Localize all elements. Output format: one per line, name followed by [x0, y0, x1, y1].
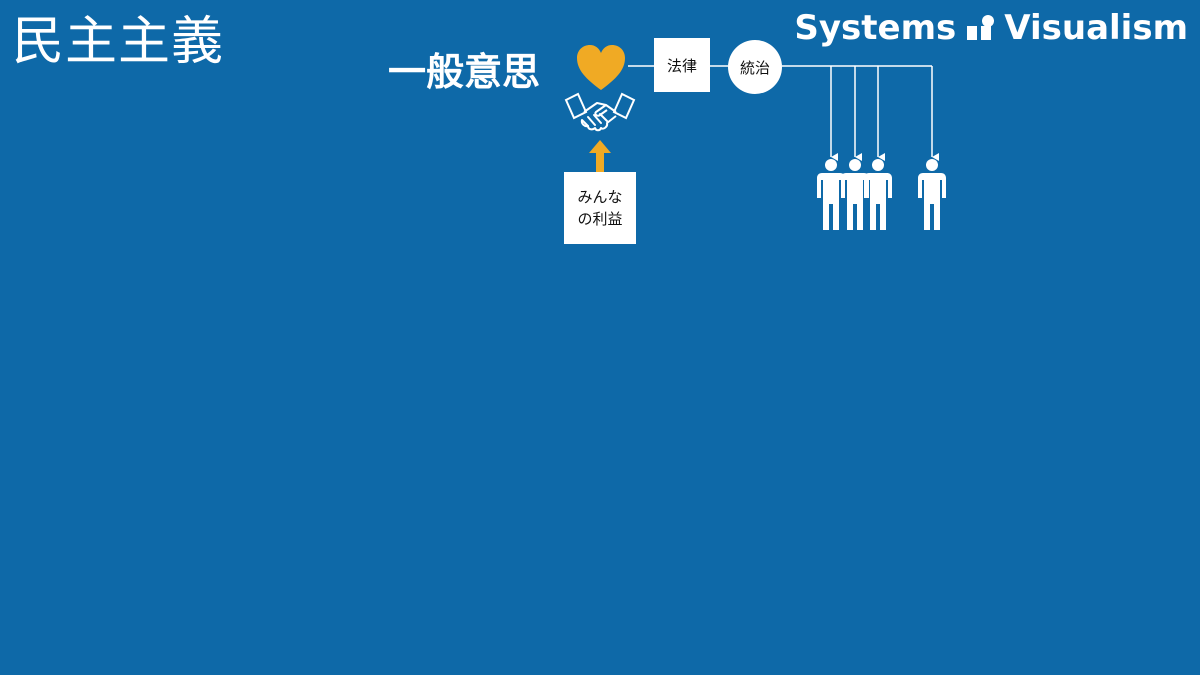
systems-visualism-logo-icon: [967, 15, 995, 40]
law-label: 法律: [666, 56, 697, 75]
brand-text-visualism: Visualism: [1004, 8, 1188, 48]
person-icon: [918, 159, 946, 230]
person-icon: [864, 159, 892, 230]
arrow-up-icon: [589, 140, 611, 174]
slide-title: 民主主義: [12, 12, 225, 72]
person-icon: [817, 159, 845, 230]
common-interest-line2: の利益: [577, 210, 623, 228]
common-interest-box: みんな の利益: [564, 172, 636, 244]
brand-text-systems: Systems: [794, 8, 957, 48]
rule-label: 統治: [739, 58, 770, 77]
handshake-icon: [564, 92, 636, 132]
heart-icon: [577, 45, 625, 90]
person-icon: [841, 159, 869, 230]
general-will-label: 一般意思: [388, 50, 541, 94]
brand-wordmark: Systems Visualism: [794, 6, 1188, 50]
law-box: 法律: [654, 38, 710, 92]
rule-circle: 統治: [728, 40, 782, 94]
common-interest-line1: みんな: [577, 188, 623, 206]
